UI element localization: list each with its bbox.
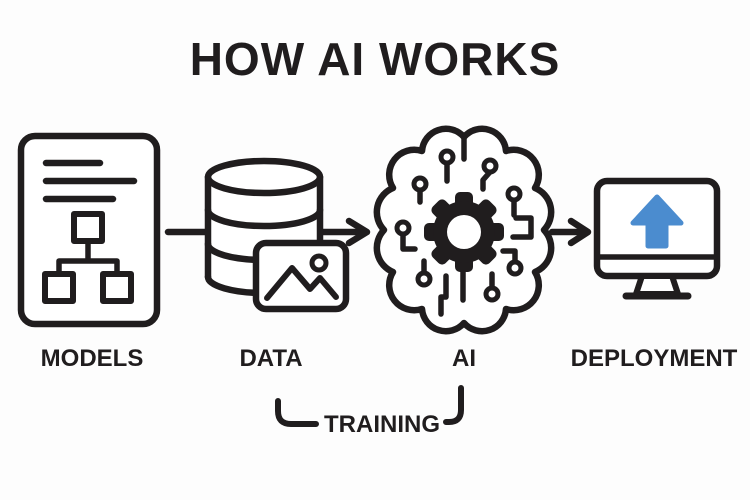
training-bracket-left [275, 398, 319, 427]
upload-arrow-icon [630, 194, 684, 249]
arrowhead-icon [345, 217, 371, 247]
cylinder-band-1 [204, 206, 324, 230]
circuit-node [506, 259, 524, 277]
training-label: TRAINING [324, 411, 440, 438]
gear-hole [447, 215, 481, 249]
training-brackets [275, 385, 464, 427]
stage-label-deployment: DEPLOYMENT [570, 345, 738, 372]
picture-mountain [264, 265, 339, 301]
circuit-node [415, 270, 433, 288]
page-title: HOW AI WORKS [189, 33, 561, 85]
circuit-node [483, 285, 501, 303]
flowchart-glyph [42, 211, 134, 304]
database-image-icon [204, 157, 350, 313]
stage-label-data: DATA [239, 345, 303, 372]
monitor-stand [633, 273, 681, 297]
circuit-node [411, 175, 429, 193]
picture-icon [252, 239, 350, 313]
circuit-node [394, 219, 412, 237]
flowchart-node-top [71, 211, 105, 244]
picture-sun [309, 253, 329, 273]
flowchart-node-left [42, 271, 76, 304]
stage-label-ai: AI [452, 345, 476, 372]
arrowhead-icon [567, 217, 592, 247]
training-bracket-right [443, 385, 464, 425]
circuit-traces [394, 148, 534, 317]
document-text-lines [42, 159, 138, 203]
circuit-node [481, 157, 499, 175]
circuit-node [438, 148, 456, 166]
document-flowchart-icon [17, 132, 161, 328]
stage-label-models: MODELS [40, 345, 144, 372]
brain-gear-icon [373, 125, 555, 335]
gear-icon [424, 192, 504, 272]
circuit-node [505, 185, 523, 203]
monitor-upload-icon [593, 177, 721, 300]
flowchart-node-right [100, 271, 134, 304]
arrow-ai-to-deployment [548, 217, 592, 247]
